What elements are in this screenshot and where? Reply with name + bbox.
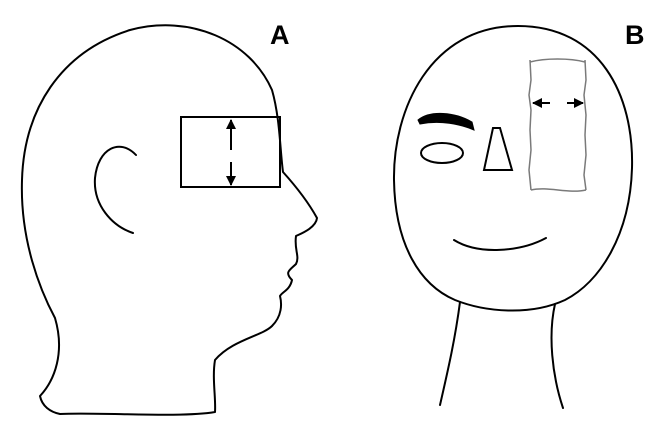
mouth <box>454 238 546 250</box>
strip-top-edge <box>530 59 585 62</box>
panel-a <box>22 25 317 414</box>
eye <box>421 143 463 163</box>
vertical-strip <box>529 59 586 191</box>
head-front-outline <box>394 26 632 311</box>
panel-label-a: A <box>270 22 290 49</box>
head-profile-outline <box>22 25 317 414</box>
strip-bottom-edge <box>531 189 586 191</box>
neck-left <box>440 302 460 405</box>
panel-label-b: B <box>625 22 645 49</box>
nose <box>484 128 512 170</box>
strip-left-edge <box>529 60 531 190</box>
ear <box>95 147 136 233</box>
strip-right-edge <box>584 60 586 190</box>
panel-b <box>394 26 632 408</box>
eyebrow <box>418 113 474 130</box>
neck-right <box>552 304 563 408</box>
